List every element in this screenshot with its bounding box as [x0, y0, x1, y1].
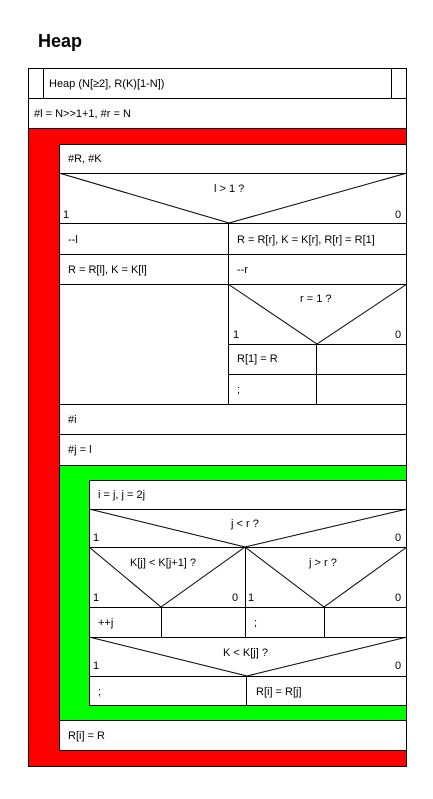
cond1-yes-stmt-1: --l — [68, 234, 78, 246]
cond5-yes: 1 — [248, 592, 255, 604]
cond1-diagonal — [58, 172, 408, 224]
inner-loop-body — [89, 480, 407, 705]
cond6-text: K < K[j] ? — [223, 647, 268, 659]
cond1-no-stmt-2: --r — [237, 264, 248, 276]
cond4-no: 0 — [232, 592, 239, 604]
cond6-no: 0 — [395, 660, 402, 672]
page-title: Heap — [38, 31, 83, 51]
decl-i-label: #i — [68, 414, 77, 426]
decl-j-label: #j = l — [68, 444, 92, 456]
header-label: Heap (N[≥2], R(K)[1-N]) — [49, 78, 165, 90]
cond6-diagonal — [88, 636, 408, 677]
cond3-no: 0 — [395, 532, 402, 544]
cond5-no: 0 — [395, 592, 402, 604]
cond4-yes-stmt: ++j — [98, 617, 114, 629]
cond6-yes-stmt: ; — [98, 686, 102, 698]
cond2-text: r = 1 ? — [300, 293, 332, 305]
cond5-text: j > r ? — [309, 557, 337, 569]
cond5-diagonal — [244, 546, 408, 608]
cond1-no: 0 — [395, 209, 402, 221]
outer-last-label: R[i] = R — [68, 730, 105, 742]
cond3-yes: 1 — [93, 532, 100, 544]
cond3-text: j < r ? — [231, 518, 259, 530]
init-label: #l = N>>1+1, #r = N — [34, 108, 131, 120]
outer-first-label: #R, #K — [68, 153, 102, 165]
cond1-no-stmt-1: R = R[r], K = K[r], R[r] = R[1] — [237, 234, 375, 246]
inner-first-label: i = j, j = 2j — [98, 489, 146, 501]
cond2-yes-stmt-2: ; — [237, 384, 241, 396]
cond2-yes-stmt: R[1] = R — [237, 353, 278, 365]
cond1-text: l > 1 ? — [214, 183, 245, 195]
cond2-diagonal — [227, 283, 408, 345]
cond1-yes-stmt-2: R = R[l], K = K[l] — [68, 264, 147, 276]
cond2-yes: 1 — [233, 329, 240, 341]
cond5-yes-stmt: ; — [254, 617, 258, 629]
diagram-border — [28, 68, 407, 767]
cond6-no-stmt: R[i] = R[j] — [256, 686, 302, 698]
cond1-yes: 1 — [63, 209, 70, 221]
cond4-diagonal — [88, 546, 246, 608]
cond6-yes: 1 — [93, 660, 100, 672]
cond4-text: K[j] < K[j+1] ? — [130, 557, 197, 569]
cond2-no: 0 — [395, 329, 402, 341]
cond4-yes: 1 — [93, 592, 100, 604]
